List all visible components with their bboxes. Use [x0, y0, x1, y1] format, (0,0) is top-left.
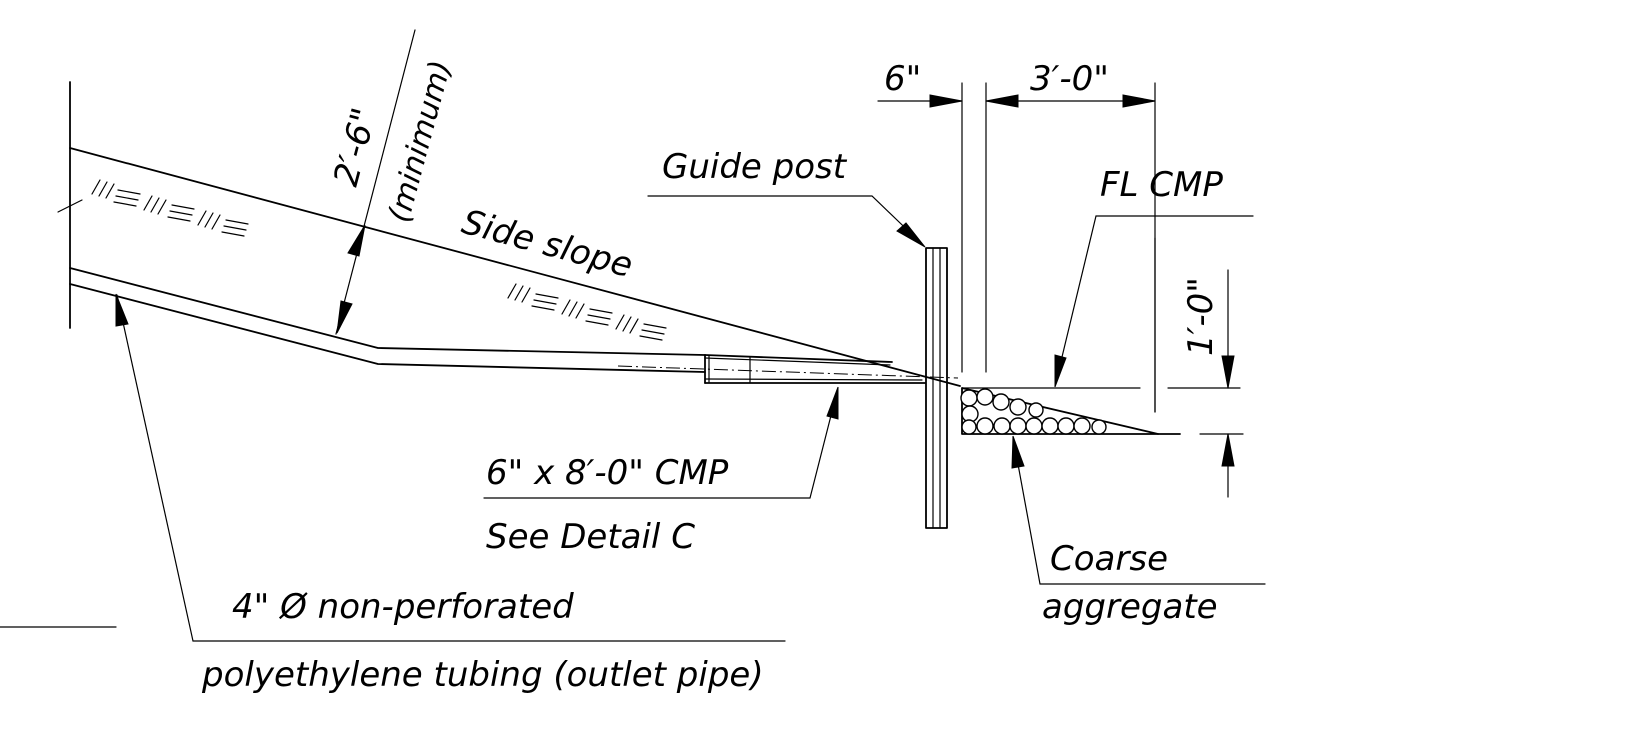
guide-post-label: Guide post [662, 147, 848, 187]
outlet-pipe-label-line2: polyethylene tubing (outlet pipe) [201, 655, 764, 695]
cmp-pipe [617, 354, 959, 384]
fl-cmp-label: FL CMP [1100, 165, 1223, 205]
fl-cmp-arrow [1054, 354, 1067, 388]
see-detail-label: See Detail C [486, 517, 695, 557]
dim-2ft6-arrow-bottom [336, 300, 353, 334]
dim-1ft-label: 1′-0" [1181, 277, 1221, 356]
dim-2ft6-leader [335, 29, 416, 335]
cmp-arrow [826, 386, 839, 420]
fl-cmp-leader [1054, 215, 1254, 387]
dim-6in-arrow [929, 94, 963, 108]
cmp-size-label: 6" x 8′-0" CMP [486, 453, 729, 493]
outlet-pipe-label-line1: 4" Ø non-perforated [232, 587, 574, 627]
dim-3ft-arrow-right [1122, 94, 1156, 108]
guide-post-arrow [896, 222, 926, 248]
coarse-aggregate-leader [1012, 436, 1266, 585]
side-slope-label: Side slope [458, 202, 637, 286]
slope-hatch-lower [507, 283, 667, 341]
coarse-aggregate-wedge [960, 387, 1181, 435]
side-slope-surface [69, 147, 961, 387]
pipe-centerline [617, 365, 959, 379]
dim-1ft-arrow-bottom [1221, 433, 1235, 467]
cmp-leader [483, 387, 839, 499]
dim-3ft-arrow-left [985, 94, 1019, 108]
coarse-label: Coarse [1050, 539, 1168, 579]
dim-2ft6-arrow-top [347, 224, 366, 257]
dim-3ft-label: 3′-0" [1030, 59, 1109, 99]
guide-post [925, 247, 948, 529]
aggregate-label: aggregate [1042, 587, 1218, 627]
dim-1ft-arrow-top [1221, 355, 1235, 389]
outlet-pipe-leader [116, 294, 786, 642]
break-tick [57, 199, 83, 213]
outlet-pipe-arrow [115, 293, 129, 327]
minimum-label: (minimum) [382, 57, 459, 226]
dim-6in-label: 6" [884, 59, 921, 99]
slope-hatch-upper [91, 179, 249, 237]
coarse-aggregate-arrow [1011, 435, 1025, 469]
guide-post-leader [647, 195, 925, 247]
outlet-pipe [69, 267, 706, 373]
